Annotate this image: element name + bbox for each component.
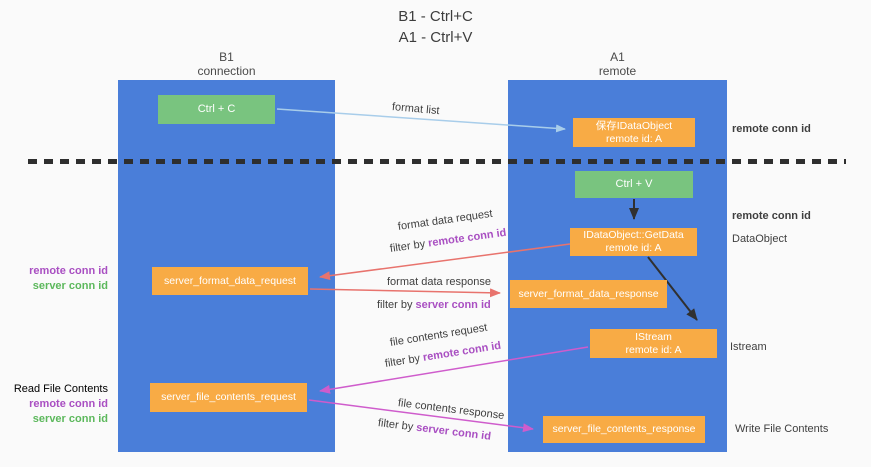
lane-header-a1: A1 remote <box>508 50 727 78</box>
ctrl-c-box: Ctrl + C <box>158 95 275 124</box>
title-line-1: B1 - Ctrl+C <box>398 8 473 25</box>
read-file-contents-annotations: Read File Contents remote conn id server… <box>14 382 108 427</box>
getdata-line2: remote id: A <box>605 242 662 254</box>
ctrl-v-label: Ctrl + V <box>615 178 653 190</box>
server-conn-id-text: server conn id <box>415 299 491 311</box>
lane-header-b1: B1 connection <box>118 50 335 78</box>
filter-by-text: filter by <box>384 352 421 370</box>
server-file-contents-response-label: server_file_contents_response <box>552 423 696 435</box>
istream-line1: IStream <box>635 330 672 343</box>
save-idataobject-line1: 保存IDataObject <box>595 119 673 132</box>
server-format-data-response-box: server_format_data_response <box>510 280 667 308</box>
lane-b1-subtitle: connection <box>197 64 256 78</box>
server-conn-id-text: server conn id <box>415 421 492 443</box>
copy-paste-divider-line <box>28 159 846 164</box>
server-format-data-response-label: server_format_data_response <box>518 287 659 300</box>
ctrl-c-label: Ctrl + C <box>197 103 236 115</box>
file-contents-response-label: file contents response <box>397 397 505 422</box>
filter-by-text: filter by <box>377 417 414 434</box>
istream-annotation: Istream <box>730 341 767 353</box>
remote-conn-id-annotation-left: remote conn id <box>29 265 108 277</box>
write-file-contents-annotation: Write File Contents <box>735 423 829 435</box>
format-data-response-filter-label: filter by server conn id <box>377 299 491 311</box>
remote-conn-id-text: remote conn id <box>427 226 508 250</box>
server-format-data-request-label: server_format_data_request <box>164 274 296 287</box>
title-line-2: A1 - Ctrl+V <box>398 29 473 46</box>
format-list-label: format list <box>391 101 441 118</box>
server-format-data-request-box: server_format_data_request <box>152 267 308 295</box>
remote-conn-id-text: remote conn id <box>422 339 502 364</box>
remote-conn-id-annotation-left-2: remote conn id <box>29 398 108 410</box>
istream-line2: remote id: A <box>625 343 682 356</box>
ctrl-v-box: Ctrl + V <box>575 171 693 198</box>
format-data-response-label: format data response <box>387 276 491 288</box>
server-conn-id-annotation-left: server conn id <box>32 280 108 292</box>
idataobject-getdata-box: IDataObject::GetData remote id: A <box>570 228 697 256</box>
remote-conn-id-annotation-mid: remote conn id <box>732 210 811 222</box>
server-file-contents-response-box: server_file_contents_response <box>543 416 705 443</box>
server-file-contents-request-box: server_file_contents_request <box>150 383 307 412</box>
file-contents-response-filter-label: filter by server conn id <box>377 417 491 443</box>
lane-a1-subtitle: remote <box>598 64 637 78</box>
left-conn-id-annotations: remote conn id server conn id <box>29 264 108 294</box>
dataobject-annotation: DataObject <box>732 233 788 245</box>
server-conn-id-annotation-left-2: server conn id <box>32 413 108 425</box>
format-data-request-label: format data request <box>397 207 494 233</box>
getdata-line1: IDataObject::GetData <box>583 229 684 241</box>
lane-a1-title: A1 <box>610 50 625 64</box>
remote-conn-id-annotation-top: remote conn id <box>732 123 811 135</box>
diagram-title: B1 - Ctrl+C A1 - Ctrl+V <box>0 6 871 48</box>
format-data-response-arrow <box>309 288 501 298</box>
save-idataobject-line2: remote id: A <box>605 132 663 145</box>
lane-b1-title: B1 <box>219 50 234 64</box>
read-file-contents-annotation: Read File Contents <box>13 383 108 395</box>
server-file-contents-request-label: server_file_contents_request <box>161 391 296 403</box>
save-idataobject-box: 保存IDataObject remote id: A <box>573 118 695 147</box>
filter-by-text: filter by <box>389 238 426 255</box>
filter-by-text: filter by <box>377 299 413 311</box>
istream-box: IStream remote id: A <box>590 329 717 358</box>
